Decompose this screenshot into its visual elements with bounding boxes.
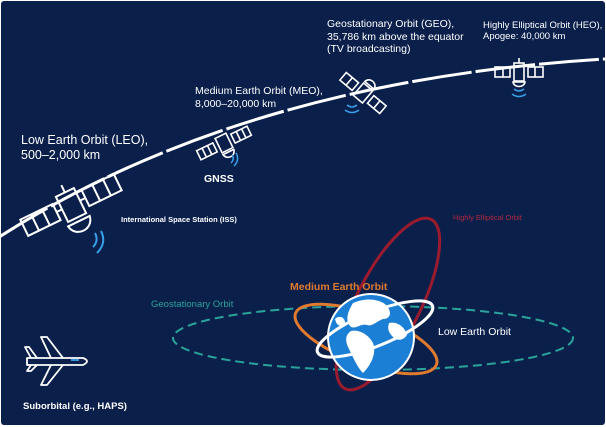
satellite-icon [18, 172, 124, 238]
earth-globe-icon [327, 293, 415, 381]
gnss-label: GNSS [204, 173, 234, 185]
signal-waves-icon [511, 88, 527, 98]
medium-earth-orbit-label: Medium Earth Orbit [290, 281, 388, 293]
airplane-icon [24, 336, 88, 386]
satellite-icon [494, 58, 544, 88]
low-earth-orbit-ring [315, 299, 435, 359]
meo-label-title: Medium Earth Orbit (MEO), [195, 85, 323, 97]
satellite-icon [338, 71, 388, 115]
signal-waves-icon [92, 230, 105, 254]
signal-waves-icon [230, 152, 239, 167]
geo-label-use: (TV broadcasting) [327, 43, 411, 56]
signal-waves-icon [344, 104, 360, 114]
heo-label: Highly Elliptical Orbit (HEO), Apogee: 4… [483, 20, 602, 43]
geo-label-altitude: 35,786 km above the equator [327, 30, 464, 43]
meo-label-range: 8,000–20,000 km [195, 97, 277, 110]
leo-label: Low Earth Orbit (LEO), 500–2,000 km [21, 133, 148, 163]
heo-label-title: Highly Elliptical Orbit (HEO), [483, 20, 603, 31]
geostationary-orbit-label: Geostationary Orbit [151, 299, 234, 310]
suborbital-label: Suborbital (e.g., HAPS) [23, 401, 127, 412]
satellite-icon [195, 125, 253, 161]
geo-label: Geostationary Orbit (GEO), 35,786 km abo… [327, 18, 464, 56]
leo-label-title: Low Earth Orbit (LEO), [21, 133, 149, 147]
low-earth-orbit-label: Low Earth Orbit [438, 326, 511, 338]
geo-label-title: Geostationary Orbit (GEO), [327, 18, 455, 30]
highly-elliptical-orbit-label: Highly Elliptical Orbit [453, 213, 522, 222]
leo-label-range: 500–2,000 km [21, 148, 101, 162]
meo-label: Medium Earth Orbit (MEO), 8,000–20,000 k… [195, 85, 323, 110]
iss-label: International Space Station (ISS) [121, 215, 237, 224]
heo-label-apogee: Apogee: 40,000 km [483, 31, 566, 43]
orbit-arc [1, 57, 605, 238]
highly-elliptical-orbit-ring [334, 216, 442, 392]
